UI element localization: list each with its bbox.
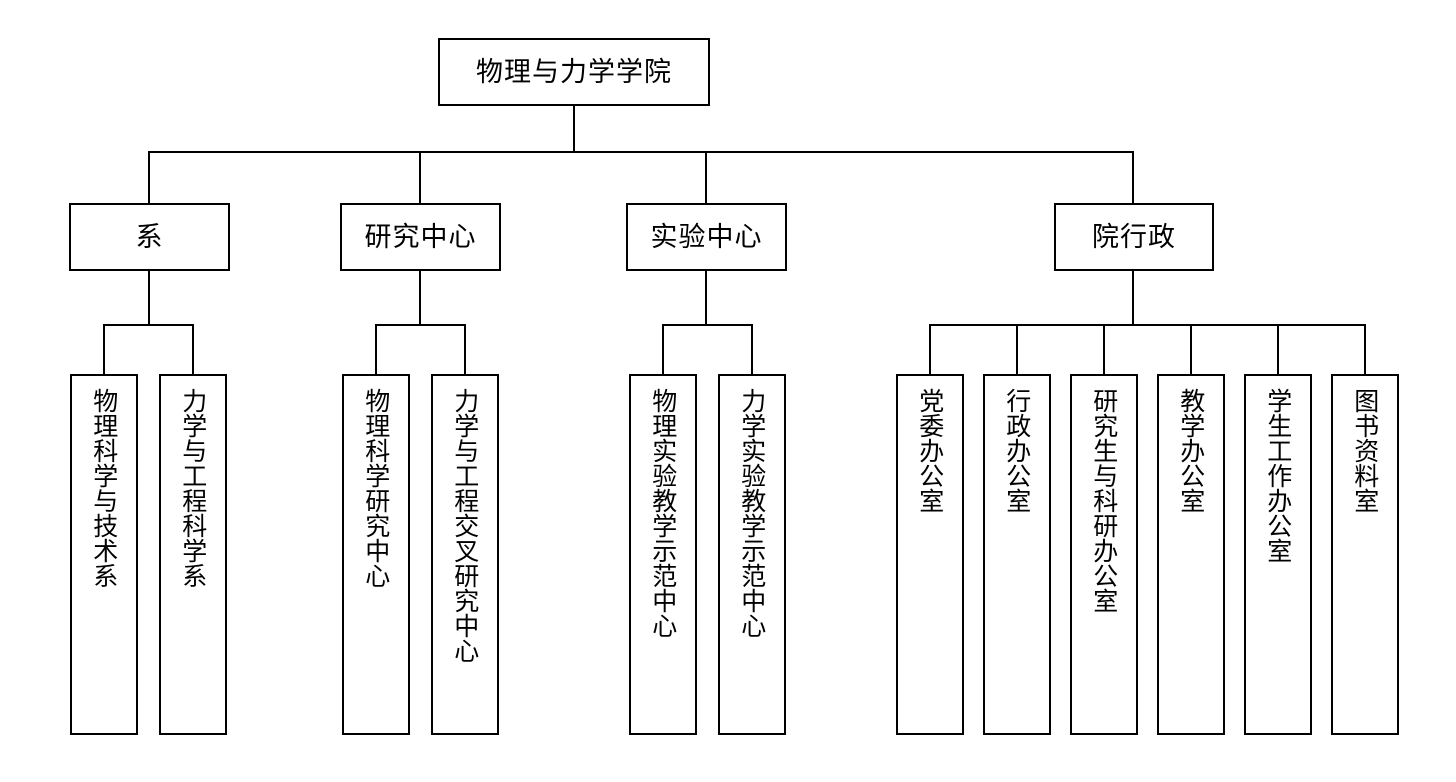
connector-research-centers-stem	[419, 271, 421, 325]
node-mechanics-lab-center-label: 力学实验教学示范中心	[737, 388, 767, 638]
connector-research-centers-bus	[376, 324, 466, 326]
connector-administration-stem	[1132, 271, 1134, 325]
node-administration-label: 院行政	[1092, 221, 1176, 253]
connector-drop-physics-lab-center	[662, 324, 664, 374]
node-student-affairs-office[interactable]: 学生工作办公室	[1244, 374, 1312, 735]
node-lab-centers-label: 实验中心	[650, 221, 763, 253]
node-teaching-office-label: 教学办公室	[1176, 388, 1206, 513]
node-root[interactable]: 物理与力学学院	[438, 38, 710, 106]
connector-departments-stem	[148, 271, 150, 325]
node-physics-research-center[interactable]: 物理科学研究中心	[342, 374, 410, 735]
connector-lab-centers-bus	[663, 324, 753, 326]
node-physics-lab-center-label: 物理实验教学示范中心	[648, 388, 678, 638]
node-mechanics-research-center-label: 力学与工程交叉研究中心	[450, 388, 480, 663]
connector-drop-party-office	[929, 324, 931, 374]
node-mechanics-dept[interactable]: 力学与工程科学系	[159, 374, 227, 735]
node-lab-centers[interactable]: 实验中心	[626, 203, 787, 271]
connector-drop-teaching-office	[1190, 324, 1192, 374]
node-student-affairs-office-label: 学生工作办公室	[1263, 388, 1293, 563]
node-physics-lab-center[interactable]: 物理实验教学示范中心	[629, 374, 697, 735]
connector-drop-student-affairs-office	[1277, 324, 1279, 374]
node-departments-label: 系	[135, 221, 164, 253]
connector-administration-bus	[930, 324, 1366, 326]
node-physics-dept[interactable]: 物理科学与技术系	[70, 374, 138, 735]
connector-drop-admin-office	[1016, 324, 1018, 374]
node-party-office[interactable]: 党委办公室	[896, 374, 964, 735]
connector-drop-lab-centers	[705, 151, 707, 203]
connector-drop-graduate-research-office	[1103, 324, 1105, 374]
node-mechanics-dept-label: 力学与工程科学系	[178, 388, 208, 588]
connector-drop-physics-research-center	[375, 324, 377, 374]
connector-drop-mechanics-research-center	[464, 324, 466, 374]
node-administration[interactable]: 院行政	[1054, 203, 1214, 271]
node-research-centers[interactable]: 研究中心	[340, 203, 501, 271]
node-graduate-research-office-label: 研究生与科研办公室	[1089, 388, 1119, 613]
connector-lab-centers-stem	[705, 271, 707, 325]
node-physics-dept-label: 物理科学与技术系	[89, 388, 119, 588]
connector-departments-bus	[104, 324, 194, 326]
node-research-centers-label: 研究中心	[364, 221, 477, 253]
node-graduate-research-office[interactable]: 研究生与科研办公室	[1070, 374, 1138, 735]
node-admin-office-label: 行政办公室	[1002, 388, 1032, 513]
connector-drop-research-centers	[419, 151, 421, 203]
node-mechanics-research-center[interactable]: 力学与工程交叉研究中心	[431, 374, 499, 735]
connector-level1-bus	[149, 151, 1134, 153]
node-library-office[interactable]: 图书资料室	[1331, 374, 1399, 735]
connector-drop-physics-dept	[103, 324, 105, 374]
connector-root-stem	[573, 106, 575, 152]
node-departments[interactable]: 系	[69, 203, 230, 271]
connector-drop-library-office	[1364, 324, 1366, 374]
connector-drop-departments	[148, 151, 150, 203]
connector-drop-mechanics-lab-center	[751, 324, 753, 374]
node-party-office-label: 党委办公室	[915, 388, 945, 513]
node-physics-research-center-label: 物理科学研究中心	[361, 388, 391, 588]
connector-drop-mechanics-dept	[192, 324, 194, 374]
node-library-office-label: 图书资料室	[1350, 388, 1380, 513]
node-root-label: 物理与力学学院	[476, 56, 672, 88]
connector-drop-administration	[1132, 151, 1134, 203]
node-admin-office[interactable]: 行政办公室	[983, 374, 1051, 735]
node-teaching-office[interactable]: 教学办公室	[1157, 374, 1225, 735]
node-mechanics-lab-center[interactable]: 力学实验教学示范中心	[718, 374, 786, 735]
